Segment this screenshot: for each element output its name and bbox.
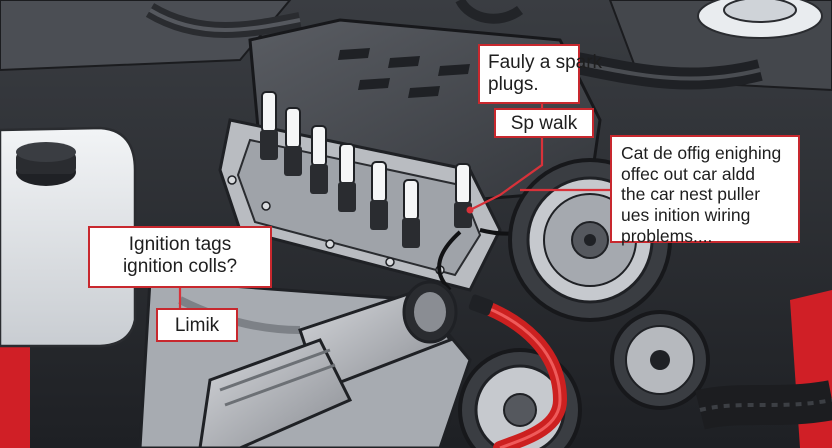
callout-text: the car nest puller	[621, 184, 761, 205]
callout-text: plugs.	[488, 74, 539, 96]
throttle-body	[198, 280, 458, 448]
callout-text: Ignition tags	[128, 234, 232, 255]
spark-plug-icon	[260, 91, 472, 248]
callout-faulty-spark-plugs: Fauly a spark plugs.	[478, 44, 603, 104]
callout-text: Sp walk	[510, 113, 578, 134]
reservoir-cap	[697, 0, 823, 39]
callout-text: Cat de offig enighing	[621, 143, 782, 163]
callout-text: Fauly a spark	[488, 52, 603, 73]
callout-car-description: Cat de offig enighing offec out car aldd…	[610, 135, 800, 246]
callout-text: Limik	[174, 315, 220, 336]
callout-sp-walk: Sp walk	[494, 108, 594, 138]
ignition-wire	[468, 294, 568, 448]
right-pulley	[610, 310, 710, 410]
callout-text: offec out car aldd	[621, 163, 755, 184]
callout-limik: Limik	[156, 308, 238, 342]
callout-text: ues inition wiring	[621, 204, 751, 225]
callout-ignition-tags: Ignition tags ignition colls?	[88, 226, 272, 288]
coolant-reservoir	[0, 126, 137, 348]
callout-text: ignition colls?	[122, 256, 238, 278]
callout-text: problems....	[621, 225, 713, 246]
